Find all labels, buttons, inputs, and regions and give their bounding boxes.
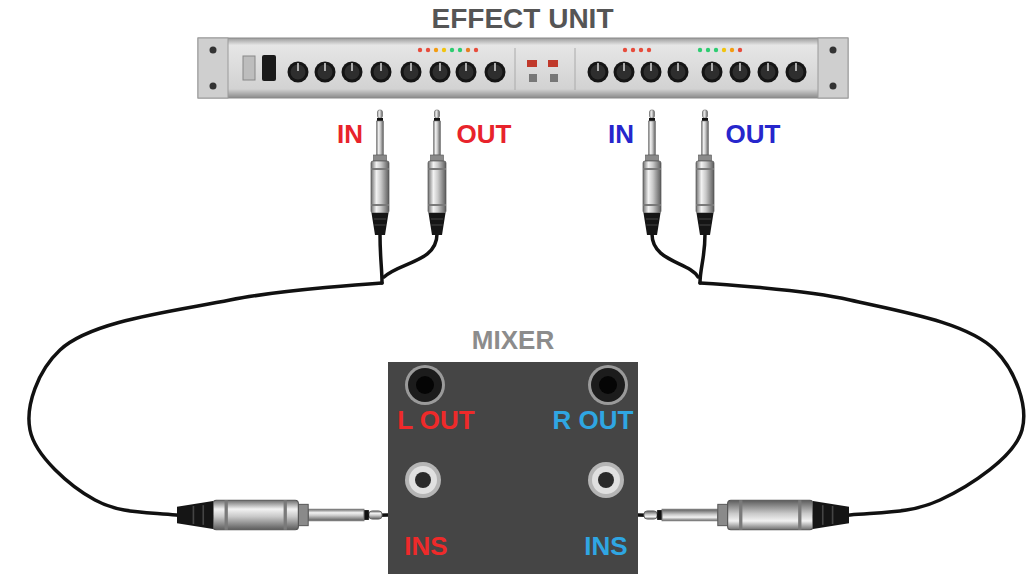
effect-unit-rack [198,38,848,98]
jack-plug [643,110,661,235]
jack-plug [177,500,382,530]
jack-label: OUT [457,121,512,147]
socket-label: R OUT [553,407,634,433]
audio-cable [29,283,388,517]
jack-label: IN [337,121,363,147]
jack-plug [696,110,714,235]
y-cable-wires [380,234,705,283]
device-title: MIXER [388,326,638,355]
led-row [418,48,742,52]
socket-label: INS [584,533,627,559]
audio-cable [638,283,1024,517]
jack-plug [644,500,849,530]
jack-plug [371,110,389,235]
socket-label: L OUT [397,407,475,433]
socket-label: INS [404,533,447,559]
jack-plug [428,110,446,235]
jack-label: IN [608,121,634,147]
jack-label: OUT [726,121,781,147]
knob-row [288,62,807,83]
device-title: EFFECT UNIT [190,4,855,35]
